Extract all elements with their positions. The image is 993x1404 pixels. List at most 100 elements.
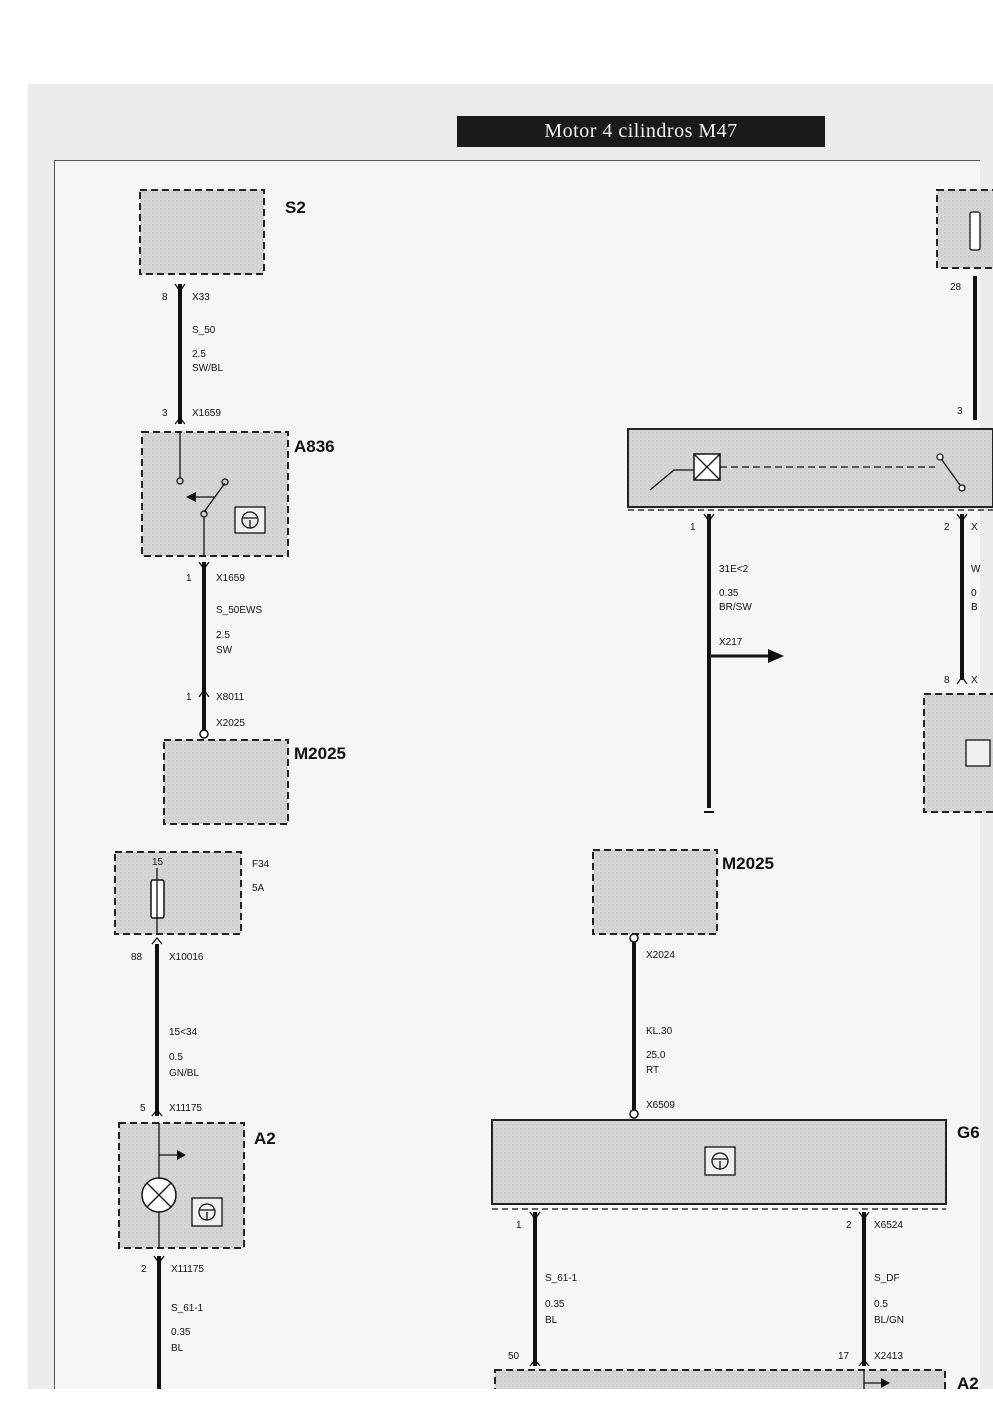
wire-15-34-conn-bottom: X11175	[169, 1103, 202, 1114]
wire-s50ews-end-terminal	[199, 729, 209, 739]
wire-s-df-gauge: 0.5	[874, 1299, 888, 1310]
s2-label: S2	[285, 198, 306, 217]
wire-15-34-bottom-connector	[151, 1108, 163, 1117]
wire-s50ews-color: SW	[216, 645, 233, 656]
wire-s-df-top-connector	[858, 1211, 870, 1221]
relay-contact-blade	[941, 459, 961, 486]
wire-top-right-pin-bottom: 3	[957, 406, 963, 417]
wire-s50-color: SW/BL	[192, 363, 224, 374]
wire-right-edge-conn-top: X	[971, 522, 978, 533]
steering-wheel-icon	[965, 739, 991, 767]
wire-right-edge-top-connector	[956, 513, 968, 523]
wire-right-edge-gauge: 0	[971, 588, 977, 599]
m2025-center-label: M2025	[722, 854, 774, 873]
wire-31e2-pin-top: 1	[690, 522, 696, 533]
page-title: Motor 4 cilindros M47	[457, 116, 825, 147]
wire-kl30-conn-top: X2024	[646, 950, 675, 961]
wire-s-df-conn-bottom: X2413	[874, 1351, 903, 1362]
wire-s50-pin-bottom: 3	[162, 408, 168, 419]
wire-kl30-top-terminal	[629, 933, 639, 943]
right-control-module-box	[627, 428, 993, 508]
wire-s50ews-top-connector	[198, 561, 210, 571]
wire-31e2-signal: 31E<2	[719, 564, 749, 575]
wire-s61-left-color: BL	[171, 1343, 184, 1354]
m2025-left-component-box	[163, 739, 289, 825]
wire-s-df-bottom-connector	[858, 1358, 870, 1367]
wire-s61-left-conn-top: X11175	[171, 1264, 204, 1275]
arrow-right-icon	[768, 649, 784, 663]
a836-switch-blade	[203, 482, 226, 513]
arrow-right-icon	[881, 1378, 890, 1388]
a836-label: A836	[294, 437, 335, 456]
wire-s-df-conn-top: X6524	[874, 1220, 903, 1231]
wire-kl30-gauge: 25.0	[646, 1050, 666, 1061]
a836-switch-terminal	[176, 477, 184, 485]
wire-s50-conn-bottom: X1659	[192, 408, 221, 419]
wire-s50-bottom-connector	[174, 416, 186, 425]
f34-fuse-box	[114, 851, 242, 935]
wire-31e2-gauge: 0.35	[719, 588, 739, 599]
wire-s61-left-pin-top: 2	[141, 1264, 147, 1275]
right-module-signal-curve	[649, 469, 694, 491]
relay-coil-cross	[693, 453, 721, 481]
lamp-cross	[146, 1182, 172, 1208]
steering-wheel-spokes	[713, 1158, 727, 1169]
m2025-left-label: M2025	[294, 744, 346, 763]
wire-s50ews-gauge: 2.5	[216, 630, 230, 641]
wire-s50ews-mid-connector	[198, 688, 210, 698]
wire-kl30-bottom-terminal	[629, 1109, 639, 1119]
wire-s-df-color: BL/GN	[874, 1315, 904, 1326]
a836-switch-pivot	[221, 478, 229, 486]
wire-s61-center-pin-bottom: 50	[508, 1351, 520, 1362]
a2-label: A2	[254, 1129, 276, 1148]
wire-31e2-color: BR/SW	[719, 602, 752, 613]
arrow-left-icon	[186, 492, 196, 502]
wire-s61-left-top-connector	[153, 1255, 165, 1265]
wire-15-34-signal: 15<34	[169, 1027, 198, 1038]
wire-s50ews-conn-bottom: X8011	[216, 692, 245, 703]
wire-s61-center-top-connector	[529, 1211, 541, 1221]
wire-right-edge-pin-bottom: 8	[944, 675, 950, 686]
a836-component-box	[141, 431, 289, 557]
top-right-component-box	[936, 189, 993, 269]
wire-right-edge-conn-bottom: X	[971, 675, 978, 686]
wire-s-df-signal: S_DF	[874, 1273, 900, 1284]
wire-15-34-conn-top: X10016	[169, 952, 204, 963]
wire-kl30-conn-bottom: X6509	[646, 1100, 675, 1111]
wire-kl30-color: RT	[646, 1065, 659, 1076]
wire-15-34-color: GN/BL	[169, 1068, 199, 1079]
wire-kl30-signal: KL.30	[646, 1026, 673, 1037]
g6-label: G6	[957, 1123, 980, 1142]
wire-31e2-conn-out: X217	[719, 637, 743, 648]
a2-component-box	[118, 1122, 245, 1249]
wire-s50-pin-top: 8	[162, 292, 168, 303]
wire-right-edge-bottom-connector	[956, 675, 968, 685]
wire-s50-signal: S_50	[192, 325, 216, 336]
f34-rating: 5A	[252, 883, 265, 894]
s2-component-box	[139, 189, 265, 275]
wire-s50ews-signal: S_50EWS	[216, 605, 262, 616]
wire-s50-conn-top: X33	[192, 292, 210, 303]
wire-s-df-pin-top: 2	[846, 1220, 852, 1231]
fuse-icon	[969, 211, 981, 251]
wire-top-right-pin-top: 28	[950, 282, 962, 293]
f34-label: F34	[252, 859, 270, 870]
wire-s50ews-pin-top: 1	[186, 573, 192, 584]
wire-15-34-top-connector	[151, 936, 163, 945]
wire-s50-gauge: 2.5	[192, 349, 206, 360]
wire-s61-left-gauge: 0.35	[171, 1327, 191, 1338]
wire-15-34-pin-bottom: 5	[140, 1103, 146, 1114]
wire-31e2-top-connector	[703, 513, 715, 523]
page-bottom-margin	[0, 1389, 993, 1404]
wire-s61-center-gauge: 0.35	[545, 1299, 565, 1310]
wire-s61-center-color: BL	[545, 1315, 558, 1326]
wire-right-edge-signal: W	[971, 564, 981, 575]
wire-s61-center-pin-top: 1	[516, 1220, 522, 1231]
wire-s61-center-signal: S_61-1	[545, 1273, 578, 1284]
steering-wheel-spokes	[200, 1209, 214, 1220]
relay-contact-top	[936, 453, 944, 461]
wire-s61-left-signal: S_61-1	[171, 1303, 204, 1314]
wire-s50ews-conn-top: X1659	[216, 573, 245, 584]
wire-15-34-pin-top: 88	[131, 952, 143, 963]
